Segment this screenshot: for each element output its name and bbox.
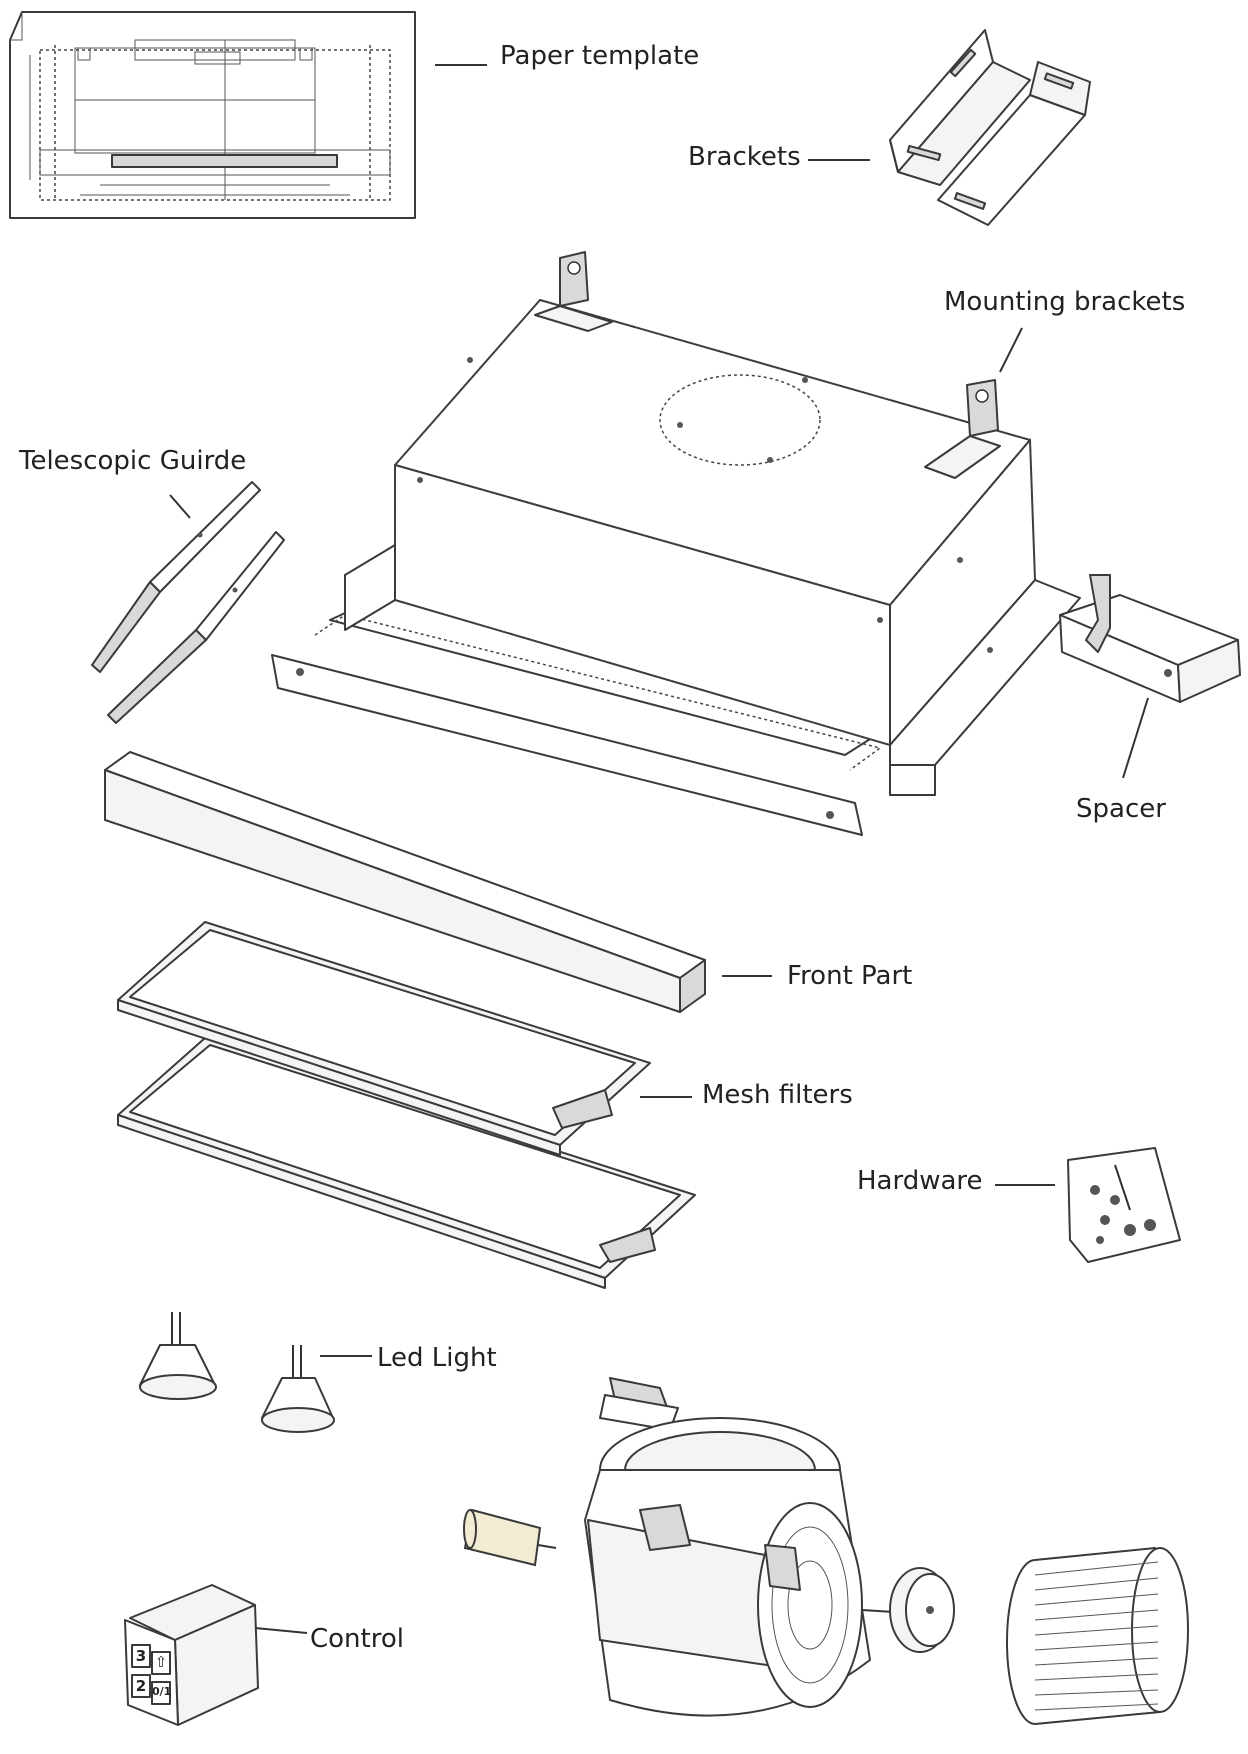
paper-template — [9, 11, 416, 219]
control-key-2: 2 — [135, 1677, 147, 1695]
label-spacer: Spacer — [1076, 794, 1166, 824]
front-part — [104, 751, 706, 1013]
control-key-3: 3 — [135, 1647, 147, 1665]
label-paper-template: Paper template — [500, 41, 700, 71]
label-mounting-brackets: Mounting brackets — [944, 287, 1186, 317]
label-control: Control — [310, 1624, 404, 1654]
leader-lines — [169, 64, 1149, 1634]
led-lights — [139, 1312, 335, 1433]
label-mesh-filters: Mesh filters — [702, 1080, 853, 1110]
label-front-part: Front Part — [787, 961, 913, 991]
hardware-bag — [1067, 1147, 1181, 1263]
mesh-filters — [117, 921, 696, 1289]
control-key-up: ⇧ — [154, 1653, 168, 1671]
label-hardware: Hardware — [857, 1166, 983, 1196]
label-led-light: Led Light — [377, 1343, 497, 1373]
control-module — [124, 1584, 259, 1726]
hood-body — [271, 251, 1081, 836]
label-brackets: Brackets — [688, 142, 801, 172]
label-telescopic-guide: Telescopic Guirde — [19, 446, 247, 476]
control-key-power: 0/1 — [152, 1685, 172, 1698]
capacitor — [463, 1508, 557, 1567]
motor — [861, 1567, 955, 1653]
spacer — [1059, 574, 1241, 703]
telescopic-guides — [91, 481, 285, 724]
fan-wheel — [1006, 1547, 1189, 1725]
blower-housing — [584, 1377, 871, 1717]
brackets — [889, 29, 1091, 226]
